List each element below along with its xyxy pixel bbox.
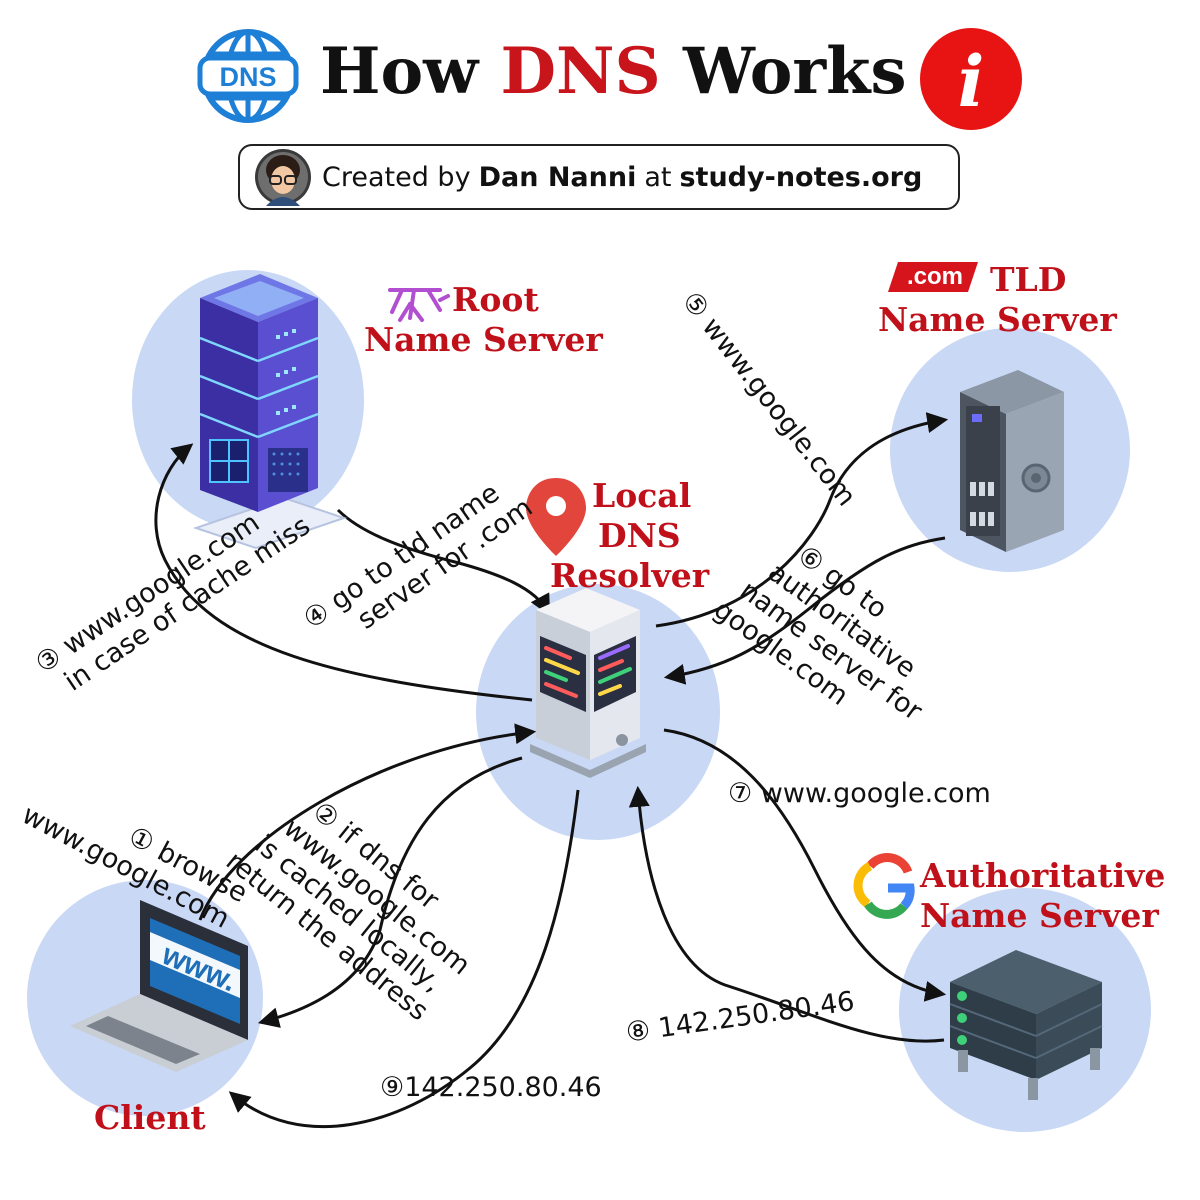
step-9-line1: ⑨142.250.80.46 <box>380 1072 602 1103</box>
resolver-server-icon <box>530 588 646 778</box>
dot-com-badge <box>888 262 978 292</box>
dns-badge-text: DNS <box>219 62 276 92</box>
resolver-label-line1: Local <box>592 476 692 515</box>
arrow-step-5 <box>655 412 949 628</box>
dns-globe-icon: DNS <box>197 29 299 123</box>
tld-com-text: .com <box>906 263 963 290</box>
client-label: Client <box>94 1098 206 1137</box>
tld-server-icon <box>960 370 1064 552</box>
root-label-line2: Name Server <box>364 320 603 359</box>
arrow-step-7 <box>663 728 947 1002</box>
authoritative-label-line2: Name Server <box>920 896 1159 935</box>
arrow-step-8 <box>628 785 945 1043</box>
authoritative-server-icon <box>949 950 1103 1100</box>
client-laptop-icon: www. <box>70 900 248 1072</box>
page-title: How DNS Works <box>320 22 906 122</box>
credit-banner: Created by Dan Nanni at study-notes.org <box>238 144 960 210</box>
credit-middle: at <box>644 161 672 193</box>
credit-site-link[interactable]: study-notes.org <box>679 161 923 193</box>
step-7-annotation: ⑦ www.google.com <box>728 778 991 809</box>
root-server-icon <box>192 274 348 550</box>
root-label-line1: Root <box>452 280 539 319</box>
root-tree-icon <box>388 288 450 322</box>
arrow-step-3 <box>154 443 533 702</box>
credit-author: Dan Nanni <box>478 161 637 193</box>
arrow-step-9 <box>228 789 580 1129</box>
google-logo-icon <box>853 853 915 919</box>
tld-label-line2: Name Server <box>878 300 1117 339</box>
arrow-step-2 <box>257 756 523 1028</box>
arrow-step-4 <box>336 508 551 616</box>
resolver-label-line3: Resolver <box>550 556 710 595</box>
title-prefix: How <box>320 34 501 109</box>
location-pin-icon <box>526 478 586 556</box>
resolver-label-line2: DNS <box>598 516 681 555</box>
info-icon: i <box>920 28 1022 130</box>
title-accent: DNS <box>500 34 661 109</box>
arrow-step-6 <box>663 536 946 685</box>
step-7-line1: ⑦ www.google.com <box>728 778 991 809</box>
title-suffix: Works <box>660 34 907 109</box>
credit-prefix: Created by <box>322 161 471 193</box>
authoritative-label-line1: Authoritative <box>920 856 1166 895</box>
step-9-annotation: ⑨142.250.80.46 <box>380 1072 602 1103</box>
arrow-step-1 <box>198 723 537 921</box>
info-letter: i <box>958 40 985 123</box>
tld-label-line1: TLD <box>990 260 1067 299</box>
author-avatar <box>255 149 311 206</box>
